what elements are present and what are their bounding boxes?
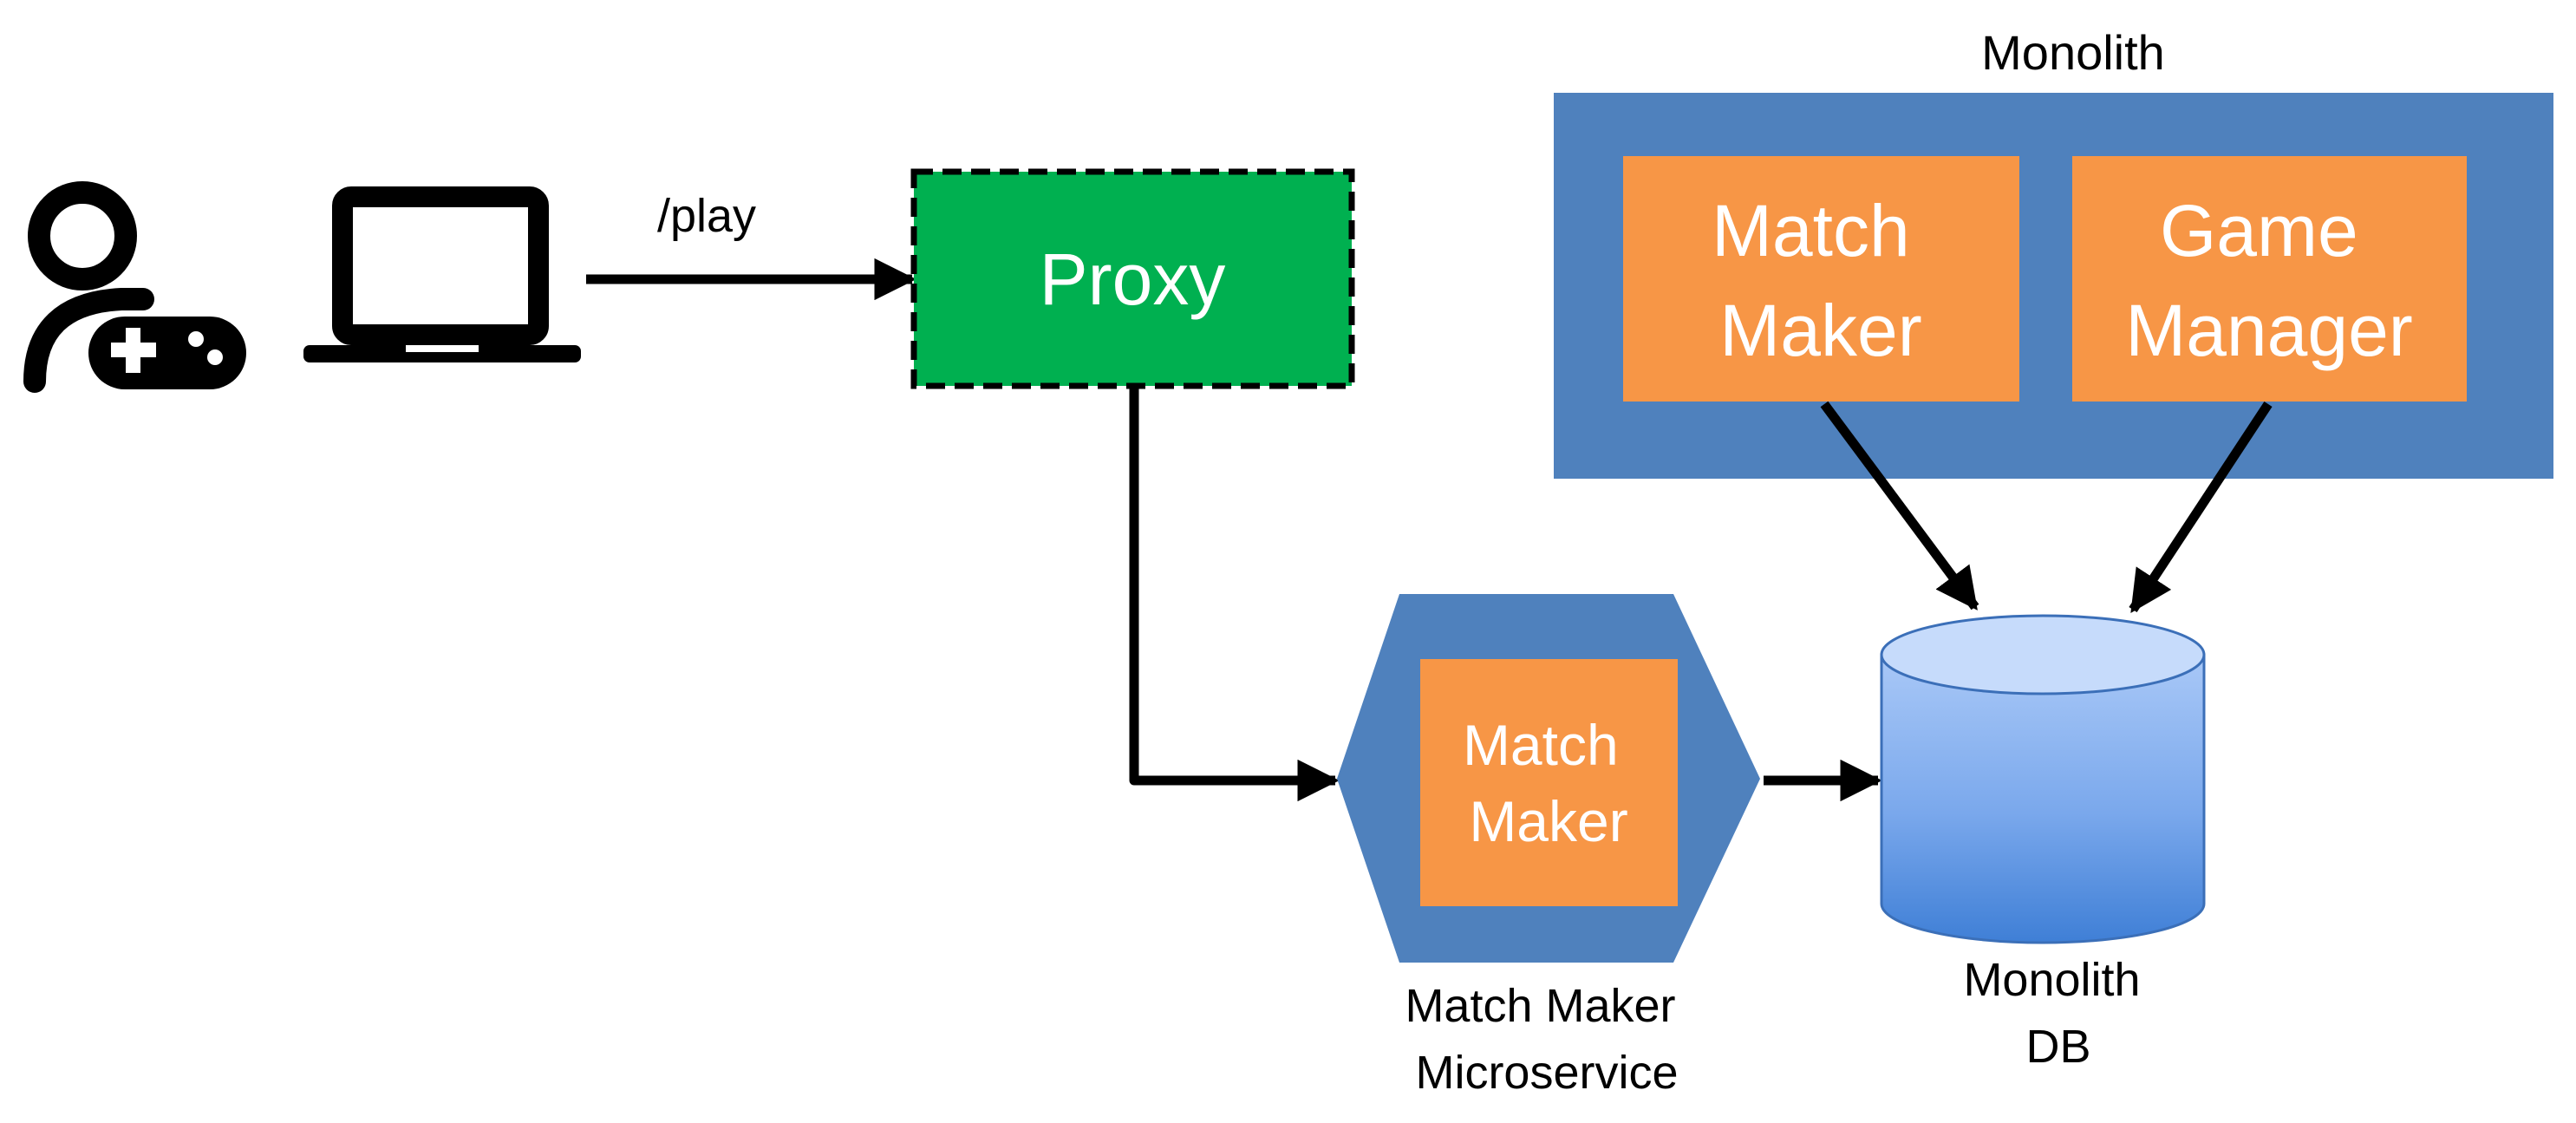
arrow-game-manager-to-db (2129, 401, 2273, 614)
db-caption: Monolith DB (1963, 954, 2153, 1073)
arrow-proxy-to-microservice (1129, 388, 1340, 802)
arrow-match-maker-to-db (1820, 401, 1979, 610)
microservice-match-maker-module[interactable] (1420, 659, 1678, 906)
microservice-match-maker-label: Match Maker (1463, 713, 1634, 853)
proxy-box[interactable] (910, 168, 1355, 389)
monolith-game-manager-label: Game Manager (2125, 190, 2413, 371)
route-label: /play (657, 190, 756, 242)
monolith-match-maker-module[interactable] (1623, 156, 2019, 402)
monolith-match-maker-label: Match Maker (1712, 190, 1930, 371)
microservice-caption: Match Maker Microservice (1405, 980, 1688, 1099)
monolith-title: Monolith (1981, 25, 2165, 80)
gamer-user-icon (23, 181, 246, 393)
monolith-game-manager-module[interactable] (2072, 156, 2467, 402)
laptop-icon (303, 186, 581, 362)
proxy-label: Proxy (1040, 238, 1226, 320)
monolith-db-cylinder[interactable] (1880, 614, 2206, 944)
